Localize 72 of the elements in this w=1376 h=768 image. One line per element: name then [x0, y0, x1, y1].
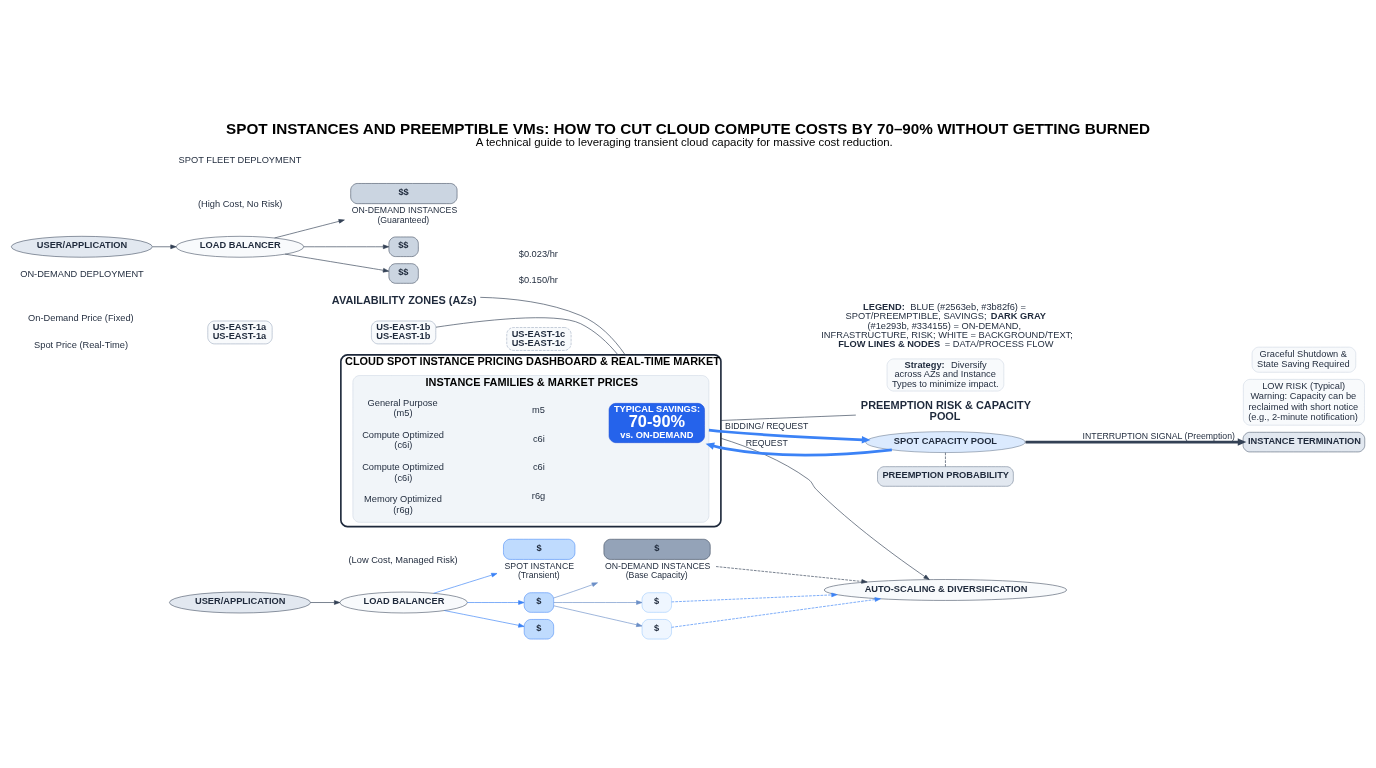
node-box: US-EAST-1b US-EAST-1b — [371, 320, 437, 345]
node-text: PREEMPTION RISK & CAPACITY POOL — [860, 398, 1031, 422]
label: (Low Cost, Managed Risk) — [348, 554, 458, 565]
connector — [435, 317, 619, 356]
arrow — [467, 600, 525, 605]
node-box: TYPICAL SAVINGS: 70-90% vs. ON-DEMAND — [608, 403, 705, 443]
label: Compute Optimized (c6i) — [362, 430, 445, 451]
node-label: ON-DEMAND INSTANCES — [351, 204, 458, 215]
node-box: $ — [641, 592, 672, 613]
arrow — [553, 600, 643, 605]
arrow — [671, 597, 881, 628]
arrow — [705, 442, 892, 457]
node-box: $ — [523, 619, 554, 640]
label: Spot Price (Real-Time) — [34, 339, 128, 350]
label: $0.150/hr — [518, 275, 558, 286]
node-box: $ — [641, 619, 672, 640]
node-ellipse: LOAD BALANCER — [339, 591, 468, 614]
arrow — [152, 244, 177, 249]
node-ellipse: USER/APPLICATION — [169, 591, 311, 614]
arrow — [708, 428, 871, 444]
arrow — [303, 244, 390, 249]
label: SPOT FLEET DEPLOYMENT — [178, 155, 302, 166]
arrow — [671, 592, 838, 603]
node-box: $ — [523, 592, 554, 613]
node-box: PREEMPTION PROBABILITY — [877, 466, 1014, 487]
arrow — [553, 582, 598, 599]
node-ellipse: USER/APPLICATION — [11, 236, 153, 258]
label: r6g — [531, 491, 546, 502]
node-label: ON-DEMAND INSTANCES — [604, 560, 711, 571]
node-label: (Transient) — [517, 570, 560, 581]
label: c6i — [532, 434, 545, 445]
label: $0.023/hr — [518, 248, 558, 259]
node-label: (Base Capacity) — [625, 570, 688, 581]
edge-label: BIDDING/ REQUEST — [725, 420, 809, 431]
arrow — [433, 572, 498, 594]
label: Memory Optimized (r6g) — [364, 494, 442, 515]
arrow — [553, 605, 643, 627]
node-box: US-EAST-1a US-EAST-1a — [207, 320, 273, 345]
arrow — [310, 600, 341, 605]
arrow — [274, 219, 345, 239]
label: LEGEND: BLUE (#2563eb, #3b82f6) = SPOT/PREEMPTIBLE, SAVINGS; DARK GRAY (#1e293b, #334155) = ON-DEMAND, INFRASTRUCTURE, RISK; WHITE = BACKGROUND/TEXT; FLOW LINES & NODES = DATA/PROCESS FLOW — [821, 302, 1073, 350]
node-box: INSTANCE TERMINATION — [1242, 432, 1366, 453]
node-box: Strategy: Diversify across AZs and Instance Types to minimize impact. — [886, 358, 1005, 392]
node-ellipse: SPOT CAPACITY POOL — [865, 431, 1026, 453]
node-box: US-EAST-1c US-EAST-1c — [506, 327, 572, 351]
label: Compute Optimized (c6i) — [362, 462, 445, 483]
label: ON-DEMAND DEPLOYMENT — [20, 269, 144, 280]
arrow — [1025, 438, 1247, 446]
arrow — [284, 253, 390, 273]
arrow — [720, 437, 930, 580]
edge-label: REQUEST — [745, 437, 788, 448]
caption: A technical guide to leveraging transient cloud capacity for massive cost reduction. — [475, 136, 893, 149]
connector — [945, 452, 946, 467]
node-label: SPOT INSTANCE — [504, 560, 575, 571]
edge-label: INTERRUPTION SIGNAL (Preemption) — [1082, 431, 1235, 442]
label: m5 — [532, 404, 545, 415]
label: General Purpose (m5) — [367, 397, 438, 419]
node-box: LOW RISK (Typical) Warning: Capacity can be reclaimed with short notice (e.g., 2-minute notification) — [1243, 379, 1365, 426]
diagram-title: SPOT INSTANCES AND PREEMPTIBLE VMs: HOW TO CUT CLOUD COMPUTE COSTS BY 70–90% WITHOUT GETTING BURNED — [226, 120, 1151, 138]
node-box: $$ — [388, 236, 419, 257]
connector — [720, 414, 857, 421]
node-box: Graceful Shutdown & State Saving Required — [1251, 346, 1357, 373]
label: (High Cost, No Risk) — [197, 198, 283, 209]
node-box: $$ — [388, 263, 419, 284]
node-text: AVAILABILITY ZONES (AZs) — [331, 294, 477, 307]
label: c6i — [532, 461, 545, 472]
connector — [479, 297, 626, 356]
arrow — [715, 566, 868, 584]
node-ellipse: LOAD BALANCER — [175, 236, 304, 258]
arrow — [444, 610, 525, 628]
node-label: (Guaranteed) — [377, 214, 430, 225]
label: On-Demand Price (Fixed) — [28, 313, 134, 324]
